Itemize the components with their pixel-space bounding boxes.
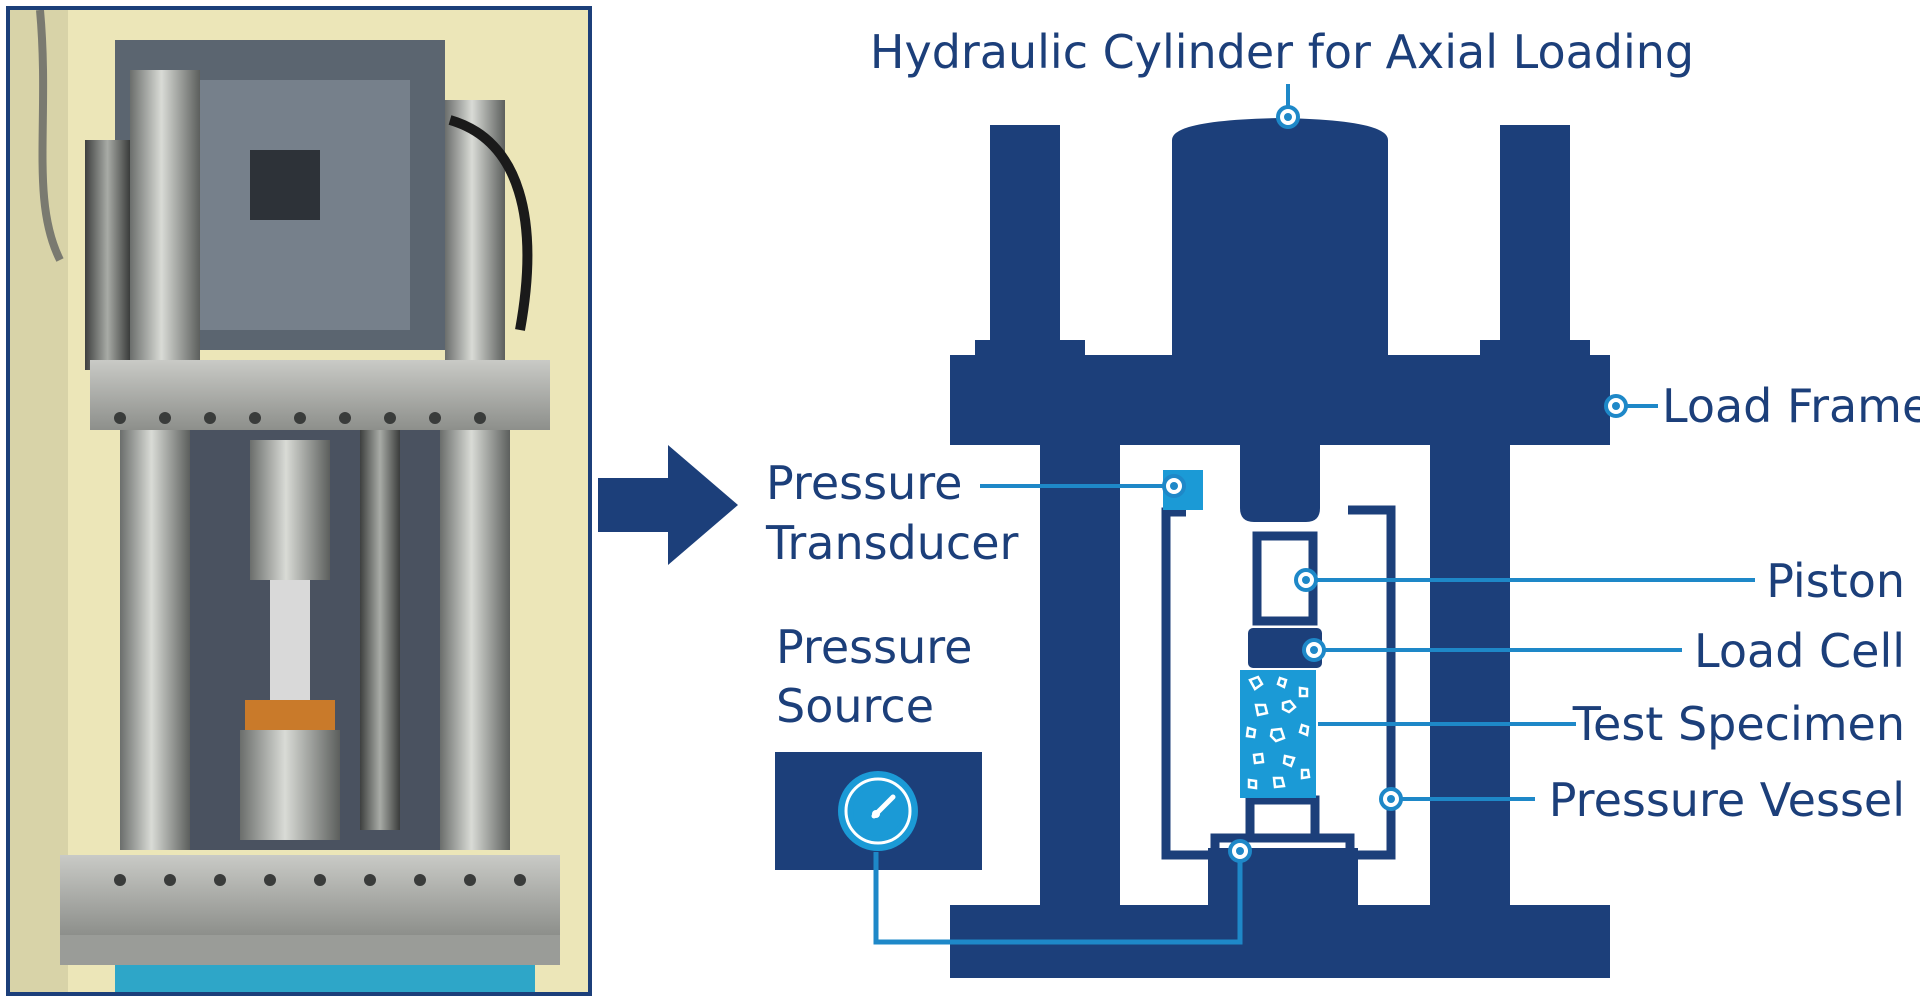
photo-hose <box>448 115 533 331</box>
photo-cable <box>36 9 64 262</box>
pressure-gauge-icon <box>838 771 918 851</box>
label-piston: Piston <box>1766 554 1905 608</box>
label-pressure-vessel: Pressure Vessel <box>1549 773 1905 827</box>
photo-lower-column-left <box>120 430 190 850</box>
specimen-aggregate <box>1245 675 1311 790</box>
leader-lines <box>873 84 1755 945</box>
label-hydraulic-cylinder: Hydraulic Cylinder for Axial Loading <box>870 25 1694 79</box>
label-pressure-transducer-line2: Transducer <box>765 516 1019 570</box>
machine-photo <box>8 8 590 994</box>
label-load-frame: Load Frame <box>1662 379 1920 433</box>
photo-bottom-bolts <box>114 874 526 886</box>
photo-loading-ram <box>250 440 330 580</box>
photo-blue-stand <box>115 965 535 994</box>
loading-ram <box>1240 440 1320 522</box>
photo-base-block <box>60 935 560 965</box>
label-pressure-transducer-line1: Pressure <box>766 456 962 510</box>
photo-lower-column-right <box>440 430 510 850</box>
photo-base-ring <box>245 700 335 730</box>
photo-top-bolts <box>114 412 486 424</box>
photo-mid-column <box>360 430 400 830</box>
bottom-platen <box>1245 795 1320 840</box>
frame-upper-column-left <box>990 125 1060 375</box>
photo-pedestal <box>240 730 340 840</box>
photo-rear-column <box>85 140 130 370</box>
photo-wall-shadow <box>8 8 68 994</box>
frame-crosshead-step-right <box>1480 340 1590 360</box>
label-test-specimen: Test Specimen <box>1572 697 1905 751</box>
pressure-vessel <box>1161 505 1396 860</box>
photo-bottom-plate <box>60 855 560 935</box>
callout-markers <box>1162 105 1628 863</box>
photo-valve <box>250 150 320 220</box>
supply-line <box>873 852 1243 945</box>
frame-crosshead-step-left <box>975 340 1085 360</box>
photo-upper-column-right <box>445 100 505 370</box>
frame-lower-column-right <box>1430 440 1510 915</box>
photo-border <box>6 6 592 996</box>
label-pressure-source-line1: Pressure <box>776 620 972 674</box>
photo-specimen-assembly <box>270 580 310 700</box>
hydraulic-cylinder <box>1172 118 1388 445</box>
label-load-cell: Load Cell <box>1694 624 1905 678</box>
frame-lower-column-left <box>1040 440 1120 915</box>
photo-upper-column-left <box>130 70 200 370</box>
right-arrow-icon <box>598 445 738 565</box>
label-pressure-source-line2: Source <box>776 679 934 733</box>
frame-upper-column-right <box>1500 125 1570 375</box>
load-cell <box>1248 628 1322 668</box>
